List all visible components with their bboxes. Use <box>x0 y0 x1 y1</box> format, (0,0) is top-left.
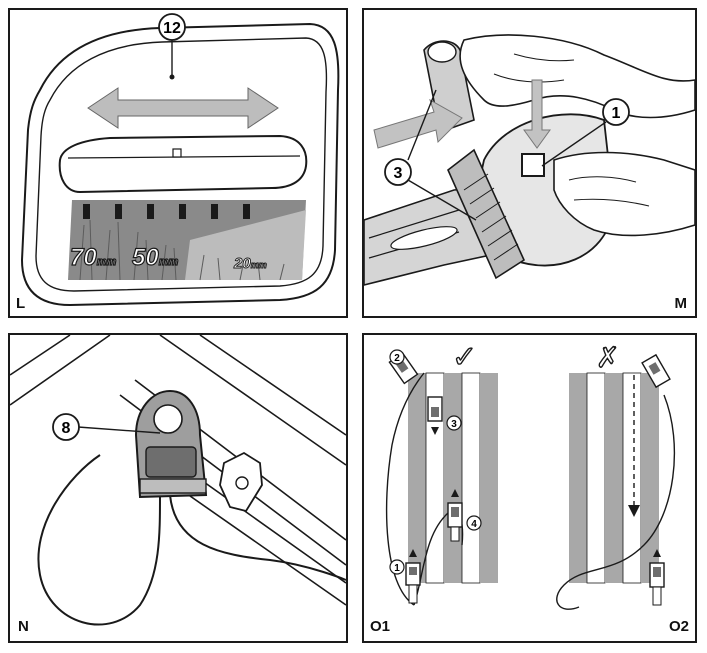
handle-slot <box>390 226 458 250</box>
cross-mark-icon: ✗ <box>596 341 619 374</box>
battery-pack <box>447 148 526 280</box>
o2-cable-path <box>556 394 676 610</box>
clip-jaw <box>145 446 197 478</box>
step-markers: 1 2 3 4 <box>389 349 482 575</box>
hand-right <box>553 151 696 237</box>
panel-label-n: N <box>18 618 29 635</box>
height-label-50: 50mm <box>132 244 178 271</box>
panel-n: 8 N <box>8 333 348 643</box>
height-label-20: 20mm <box>233 255 267 272</box>
check-mark-icon: ✓ <box>452 340 477 375</box>
o2-lawn-strips <box>569 372 659 584</box>
callout-8-leader <box>77 426 161 434</box>
hand-top-lines <box>493 53 575 83</box>
panel-label-l: L <box>16 295 26 312</box>
clip-hole <box>153 404 183 434</box>
down-arrow-icon <box>523 79 551 149</box>
step-3: 3 <box>451 419 457 430</box>
housing-inner-outline <box>35 37 328 292</box>
panel-label-o2: O2 <box>668 618 689 635</box>
callout-8-text: 8 <box>62 420 71 437</box>
callout-1-text: 1 <box>612 105 621 122</box>
height-adjust-diagram: 12 70mm 50mm 20mm <box>20 13 340 307</box>
o1-lawn-strips <box>408 372 498 584</box>
step-1: 1 <box>394 563 400 574</box>
cable-loop <box>37 454 161 626</box>
frame-bars-top <box>9 334 347 466</box>
panel-o: 1 2 3 4 ✓ ✗ O1 O2 <box>362 333 697 643</box>
battery-insert-diagram: 1 3 <box>363 34 696 287</box>
mower-3 <box>427 396 443 435</box>
hand-top <box>459 34 696 119</box>
release-button <box>521 153 545 177</box>
height-slider <box>58 134 308 194</box>
mower-o2-bottom <box>649 549 665 606</box>
battery-ribs <box>463 173 519 261</box>
callout-3-circle <box>384 158 412 186</box>
step-2: 2 <box>394 353 400 364</box>
panel-label-m: M <box>674 295 688 312</box>
double-arrow-icon <box>87 87 279 129</box>
o2-arrow-down <box>628 505 640 517</box>
clip-base <box>139 478 207 494</box>
mower-1 <box>405 549 421 604</box>
step-4: 4 <box>471 519 477 530</box>
callout-3-leader-a <box>407 89 437 161</box>
height-tick-marks <box>83 204 250 219</box>
callout-12-text: 12 <box>163 20 181 37</box>
callout-12-dot <box>169 74 175 80</box>
callout-1-leader <box>541 121 607 167</box>
height-label-70: 70mm <box>70 244 116 271</box>
callout-3-leader-b <box>407 179 477 221</box>
callout-12-circle <box>158 13 186 41</box>
grass-blades <box>79 219 285 281</box>
grass-light-area <box>185 210 306 280</box>
callout-3-text: 3 <box>394 165 403 182</box>
cable-clip-diagram: 8 <box>9 334 347 626</box>
slider-indicator <box>172 148 182 158</box>
battery-top-cap <box>427 41 457 63</box>
mower-4 <box>447 489 463 542</box>
insert-arrow-icon <box>373 98 463 149</box>
slider-groove <box>67 155 301 159</box>
knob-center <box>235 476 249 490</box>
cable-tail <box>169 494 347 581</box>
o1-cable-path <box>385 372 425 606</box>
panel-l: 12 70mm 50mm 20mm L <box>8 8 348 318</box>
lower-tube <box>159 464 347 606</box>
panel-m: 1 3 M <box>362 8 697 318</box>
callout-8-circle <box>52 413 80 441</box>
mowing-pattern-diagram: 1 2 3 4 ✓ ✗ <box>385 339 676 610</box>
mower-o2-top <box>641 353 671 389</box>
hand-right-lines <box>568 176 650 207</box>
panel-label-o1: O1 <box>370 618 391 635</box>
callout-1-circle <box>602 98 630 126</box>
